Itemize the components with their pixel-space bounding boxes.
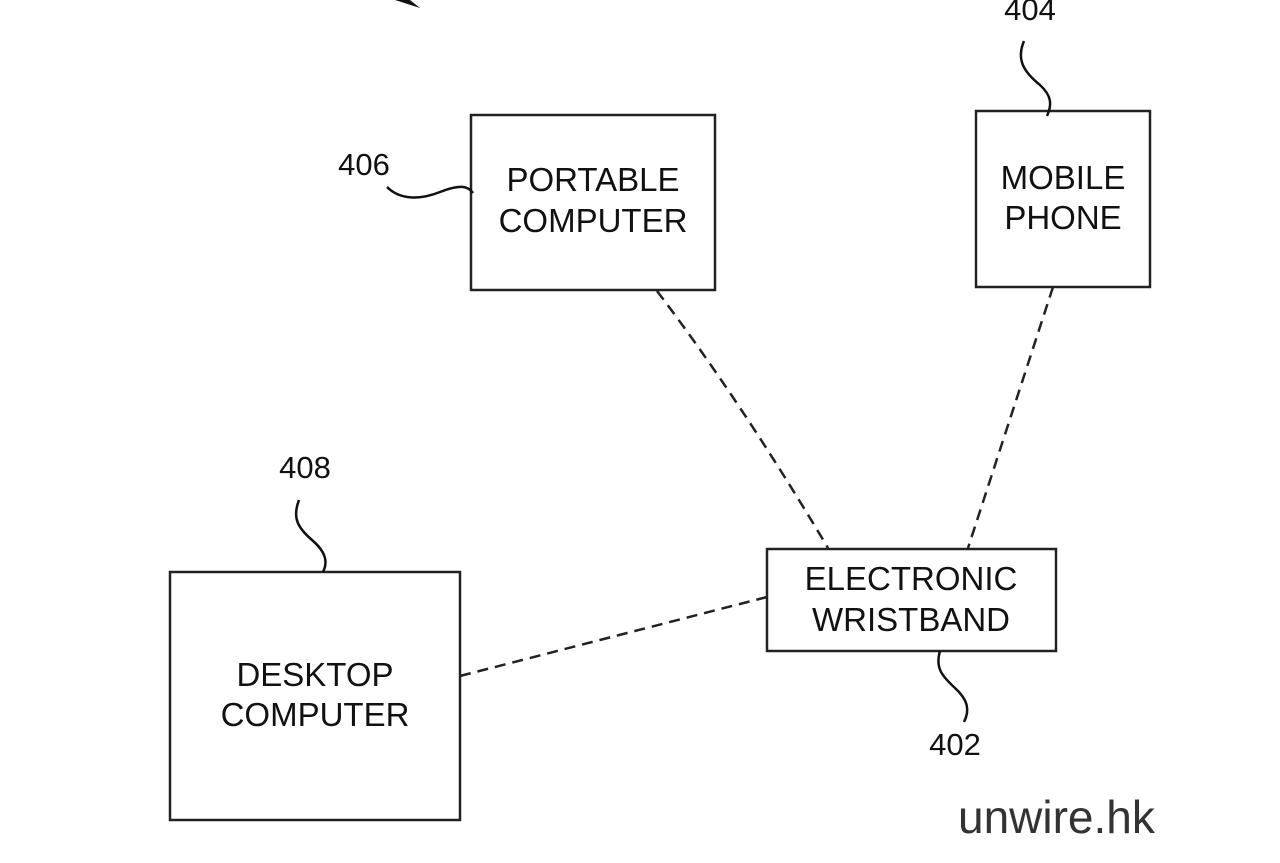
- node-label-line1: MOBILE: [1001, 159, 1126, 196]
- node-label-line1: PORTABLE: [506, 161, 679, 198]
- node-label-line1: ELECTRONIC: [805, 560, 1018, 597]
- ref-number-406: 406: [338, 147, 390, 182]
- node-label-line2: PHONE: [1004, 199, 1121, 236]
- ref-number-408: 408: [279, 450, 331, 485]
- edge-desktop-to-wristband: [459, 595, 768, 678]
- leader-line-404: [1019, 40, 1052, 117]
- node-label-line2: WRISTBAND: [812, 601, 1010, 638]
- node-mobile-phone: MOBILE PHONE: [974, 109, 1152, 289]
- ref-number-402: 402: [929, 727, 981, 762]
- leader-line-402: [937, 650, 969, 723]
- edge-portable-to-wristband: [656, 290, 830, 549]
- leader-line-408: [294, 499, 327, 573]
- partial-arrow-icon: [395, 0, 420, 8]
- watermark: unwire.hk: [958, 791, 1155, 843]
- node-portable-computer: PORTABLE COMPUTER: [469, 113, 717, 292]
- leader-line-406: [386, 185, 475, 199]
- node-desktop-computer: DESKTOP COMPUTER: [168, 570, 462, 822]
- node-electronic-wristband: ELECTRONIC WRISTBAND: [765, 547, 1058, 653]
- node-label-line2: COMPUTER: [221, 696, 410, 733]
- ref-number-404: 404: [1004, 0, 1056, 27]
- node-label-line1: DESKTOP: [236, 656, 393, 693]
- node-label-line2: COMPUTER: [499, 202, 688, 239]
- edge-phone-to-wristband: [966, 286, 1055, 549]
